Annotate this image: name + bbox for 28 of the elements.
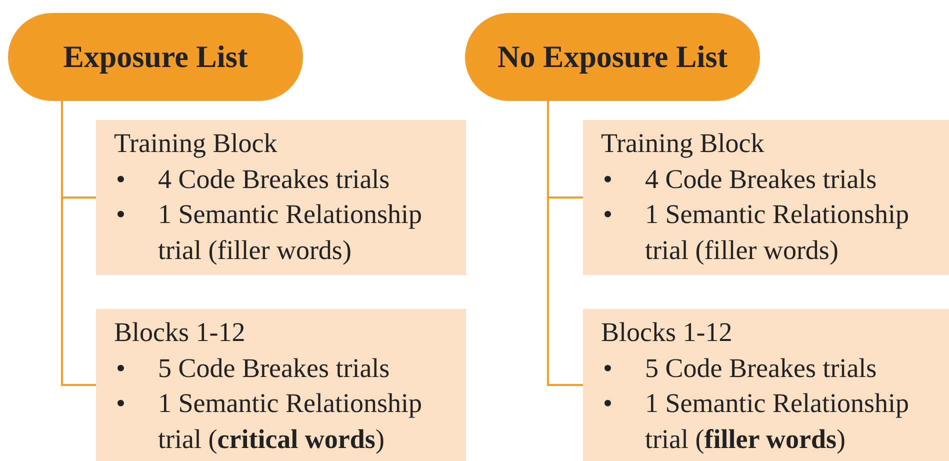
- list-title: Exposure List: [63, 39, 248, 75]
- block-box: [583, 309, 949, 461]
- bullet: •: [116, 199, 126, 229]
- connector-line: [547, 101, 583, 386]
- bullet-text: 5 Code Breakes trials: [645, 352, 877, 384]
- block-box: [583, 120, 949, 275]
- block-heading: Training Block: [601, 127, 764, 160]
- bullet: •: [603, 352, 612, 382]
- list-title: No Exposure List: [497, 39, 728, 75]
- bullet-text: 4 Code Breakes trials: [158, 162, 390, 196]
- block-box: [96, 309, 466, 461]
- bullet-text: 5 Code Breakes trials: [158, 352, 390, 384]
- bullet: •: [603, 164, 612, 194]
- bullet: •: [116, 352, 126, 382]
- block-heading: Training Block: [114, 127, 278, 160]
- block-heading: Blocks 1-12: [601, 316, 732, 349]
- bullet-text: 4 Code Breakes trials: [645, 162, 877, 196]
- bullet-text: 1 Semantic Relationship trial (filler words): [645, 387, 910, 456]
- bullet-text: 1 Semantic Relationship trial (filler words): [645, 198, 910, 267]
- bullet: •: [603, 388, 612, 418]
- bullet: •: [116, 164, 126, 194]
- bullet-text: 1 Semantic Relationship trial (critical words): [158, 387, 423, 456]
- bullet: •: [116, 388, 126, 418]
- bullet-text: 1 Semantic Relationship trial (filler words): [158, 198, 423, 267]
- connector-line: [61, 101, 96, 386]
- block-box: [96, 120, 466, 275]
- bullet: •: [603, 199, 612, 229]
- block-heading: Blocks 1-12: [114, 316, 246, 349]
